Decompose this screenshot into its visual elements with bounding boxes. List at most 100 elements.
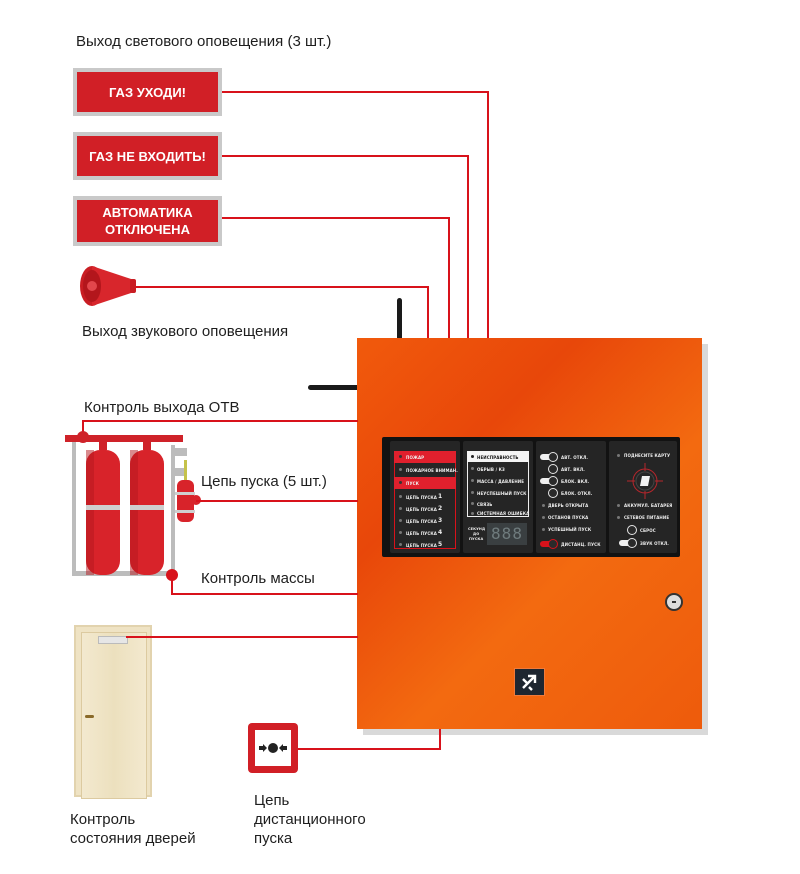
brand-logo-icon [514, 668, 545, 696]
light-output-label: Выход светового оповещения (3 шт.) [76, 33, 332, 50]
sign-text: ГАЗ НЕ ВХОДИТЬ! [89, 148, 206, 164]
label-circuit-1: ЦЕПЬ ПУСКА [406, 495, 437, 500]
indicator-auto-off [540, 454, 552, 460]
label-launch: ПУСК [406, 481, 420, 486]
led-link [471, 502, 474, 505]
remote-label-2: дистанционного [254, 811, 366, 828]
wire-otv-v [82, 420, 84, 436]
countdown-label-2: ДО [473, 532, 480, 536]
number-circuit-2: 2 [438, 505, 443, 512]
button-block-off[interactable] [548, 488, 558, 498]
arrows-dot-icon [259, 743, 287, 753]
sign-gas-leave: ГАЗ УХОДИ! [73, 68, 222, 116]
label-mass: МАССА / ДАВЛЕНИЕ [477, 479, 525, 484]
number-circuit-3: 3 [438, 517, 443, 524]
wire-remote-v [439, 729, 441, 750]
section-access: ПОДНЕСИТЕ КАРТУ АККУМУЛ. БАТАРЕЯ СЕТЕВОЕ… [609, 441, 677, 553]
section-faults: НЕИСПРАВНОСТЬ ОБРЫВ / К3 МАССА / ДАВЛЕНИ… [463, 441, 533, 553]
label-break: ОБРЫВ / К3 [477, 467, 505, 472]
label-auto-on: АВТ. ВКЛ. [561, 467, 585, 472]
label-failed-launch: НЕУСПЕШНЫЙ ПУСК [477, 491, 527, 496]
led-circuit-5 [399, 543, 402, 546]
led-door-open [542, 504, 545, 507]
wire-otv-h [82, 420, 358, 422]
label-launch-stop: ОСТАНОВ ПУСКА [548, 515, 589, 520]
sound-output-label: Выход звукового оповещения [82, 323, 289, 340]
button-block-on[interactable] [548, 476, 558, 486]
label-fire-attention: ПОЖАРНОЕ ВНИМАН. [406, 468, 458, 473]
mass-control-label: Контроль массы [201, 570, 315, 587]
label-battery: АККУМУЛ. БАТАРЕЯ [624, 503, 673, 508]
label-success-launch: УСПЕШНЫЙ ПУСК [548, 527, 592, 532]
indicator-sound-off [619, 540, 631, 546]
number-circuit-1: 1 [438, 493, 443, 500]
door-handle-icon [85, 715, 94, 718]
label-auto-off: АВТ. ОТКЛ. [561, 455, 589, 460]
led-circuit-2 [399, 507, 402, 510]
led-break [471, 467, 474, 470]
button-remote-launch[interactable] [548, 539, 558, 549]
door-control-label-1: Контроль [70, 811, 136, 828]
led-card [617, 454, 620, 457]
wire-sign3-h [222, 217, 450, 219]
led-system-error [471, 512, 474, 515]
wire-sign3-v [448, 217, 450, 339]
label-reset: СБРОС [640, 528, 656, 533]
door-control-label-2: состояния дверей [70, 830, 196, 847]
led-mass [471, 479, 474, 482]
door-sensor-icon [98, 636, 128, 644]
antenna-top-icon [397, 298, 402, 338]
door-icon [74, 625, 152, 799]
label-fire: ПОЖАР [406, 455, 425, 460]
led-battery [617, 504, 620, 507]
wire-sign1-h [222, 91, 489, 93]
led-circuit-4 [399, 531, 402, 534]
wire-siren-v [427, 286, 429, 339]
label-block-off: БЛОК. ОТКЛ. [561, 491, 593, 496]
label-card: ПОДНЕСИТЕ КАРТУ [624, 453, 671, 458]
label-door-open: ДВЕРЬ ОТКРЫТА [548, 503, 589, 508]
button-reset[interactable] [627, 525, 637, 535]
number-circuit-4: 4 [438, 529, 443, 536]
wire-sign1-v [487, 91, 489, 339]
sign-text-line1: АВТОМАТИКА [102, 205, 193, 220]
sign-automation-off: АВТОМАТИКА ОТКЛЮЧЕНА [73, 196, 222, 246]
number-circuit-5: 5 [438, 541, 443, 548]
led-launch-stop [542, 516, 545, 519]
wire-sign2-v [467, 155, 469, 339]
label-block-on: БЛОК. ВКЛ. [561, 479, 590, 484]
remote-label-1: Цепь [254, 792, 290, 809]
label-circuit-2: ЦЕПЬ ПУСКА [406, 507, 437, 512]
label-circuit-4: ЦЕПЬ ПУСКА [406, 531, 437, 536]
card-reader-icon [627, 463, 663, 499]
label-system-error: СИСТЕМНАЯ ОШИБКА [477, 511, 530, 516]
launch-circuit-label: Цепь пуска (5 шт.) [201, 473, 327, 490]
label-circuit-3: ЦЕПЬ ПУСКА [406, 519, 437, 524]
led-success-launch [542, 528, 545, 531]
antenna-side-icon [308, 385, 357, 390]
front-panel: ПОЖАР ПОЖАРНОЕ ВНИМАН. ПУСК ЦЕПЬ ПУСКА 1… [382, 437, 680, 557]
led-circuit-3 [399, 519, 402, 522]
label-link: СВЯЗЬ [477, 502, 493, 507]
remote-launch-button-icon [248, 723, 298, 773]
countdown-label-3: ПУСКА [469, 537, 484, 541]
led-fire [399, 455, 402, 458]
wire-siren-h [136, 286, 429, 288]
wire-sign2-h [222, 155, 469, 157]
button-auto-off[interactable] [548, 452, 558, 462]
sign-gas-no-enter: ГАЗ НЕ ВХОДИТЬ! [73, 132, 222, 180]
label-circuit-5: ЦЕПЬ ПУСКА [406, 543, 437, 548]
mass-sensor-icon [166, 569, 178, 581]
wire-remote-h [298, 748, 441, 750]
led-fault [471, 455, 474, 458]
button-auto-on[interactable] [548, 464, 558, 474]
button-sound-off[interactable] [627, 538, 637, 548]
remote-label-3: пуска [254, 830, 293, 847]
fire-highlight [394, 451, 456, 463]
lock-icon[interactable] [665, 593, 683, 611]
label-sound-off: ЗВУК ОТКЛ. [640, 541, 669, 546]
gas-cylinders-icon [65, 431, 201, 576]
sign-text-line2: ОТКЛЮЧЕНА [105, 222, 190, 237]
wire-mass-h [171, 593, 358, 595]
indicator-remote-launch [540, 541, 552, 547]
